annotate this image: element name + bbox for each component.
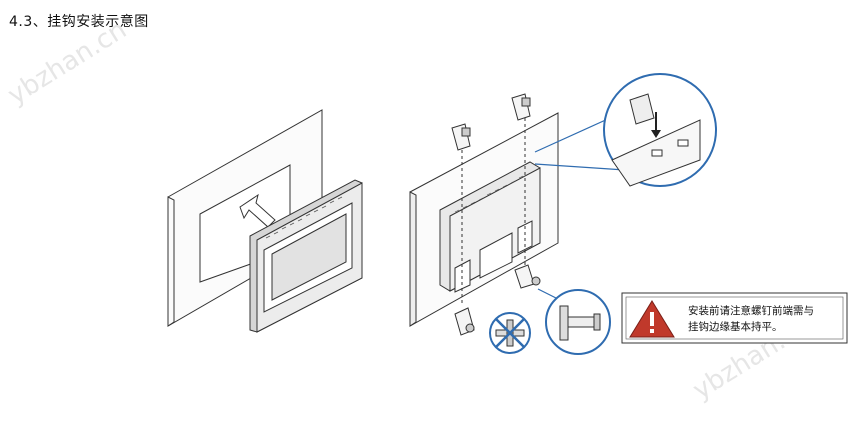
incorrect-screw-detail: [489, 312, 531, 354]
page-title: 4.3、挂钩安装示意图: [9, 14, 149, 30]
watermark-left: ybzhan.cn: [3, 15, 132, 111]
correct-screw-detail: [537, 288, 611, 355]
hook-top-right: [511, 93, 531, 121]
alignment-guides: [461, 118, 526, 305]
exclamation-triangle-icon: [629, 300, 675, 338]
hook-bottom-right: [514, 264, 541, 289]
hmi-device: [249, 179, 363, 333]
zoom-callout-hook-slot: [534, 73, 717, 187]
warning-line-1: 安装前请注意螺钉前端需与: [688, 304, 814, 317]
hook-bottom-left: [454, 307, 475, 336]
warning-line-2: 挂钩边缘基本持平。: [688, 320, 783, 333]
warning-box: 安装前请注意螺钉前端需与 挂钩边缘基本持平。: [621, 292, 848, 344]
insert-arrow-icon: [239, 193, 276, 228]
hook-top-left: [451, 123, 471, 151]
